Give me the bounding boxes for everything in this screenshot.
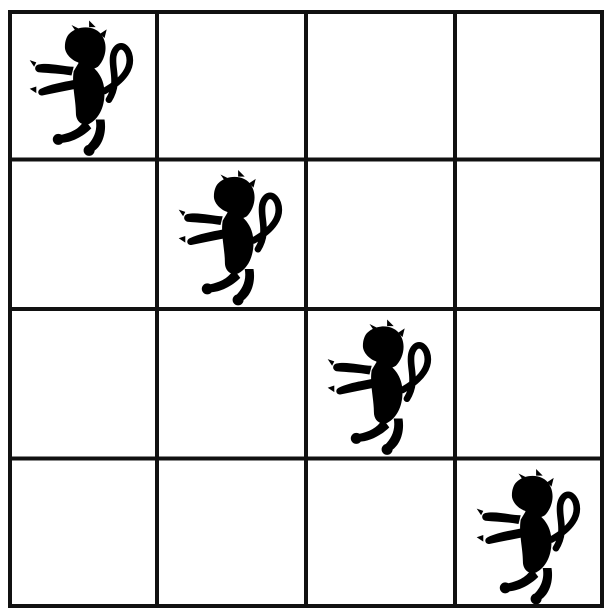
grid-board: [8, 10, 604, 608]
grid-svg: [8, 10, 604, 608]
